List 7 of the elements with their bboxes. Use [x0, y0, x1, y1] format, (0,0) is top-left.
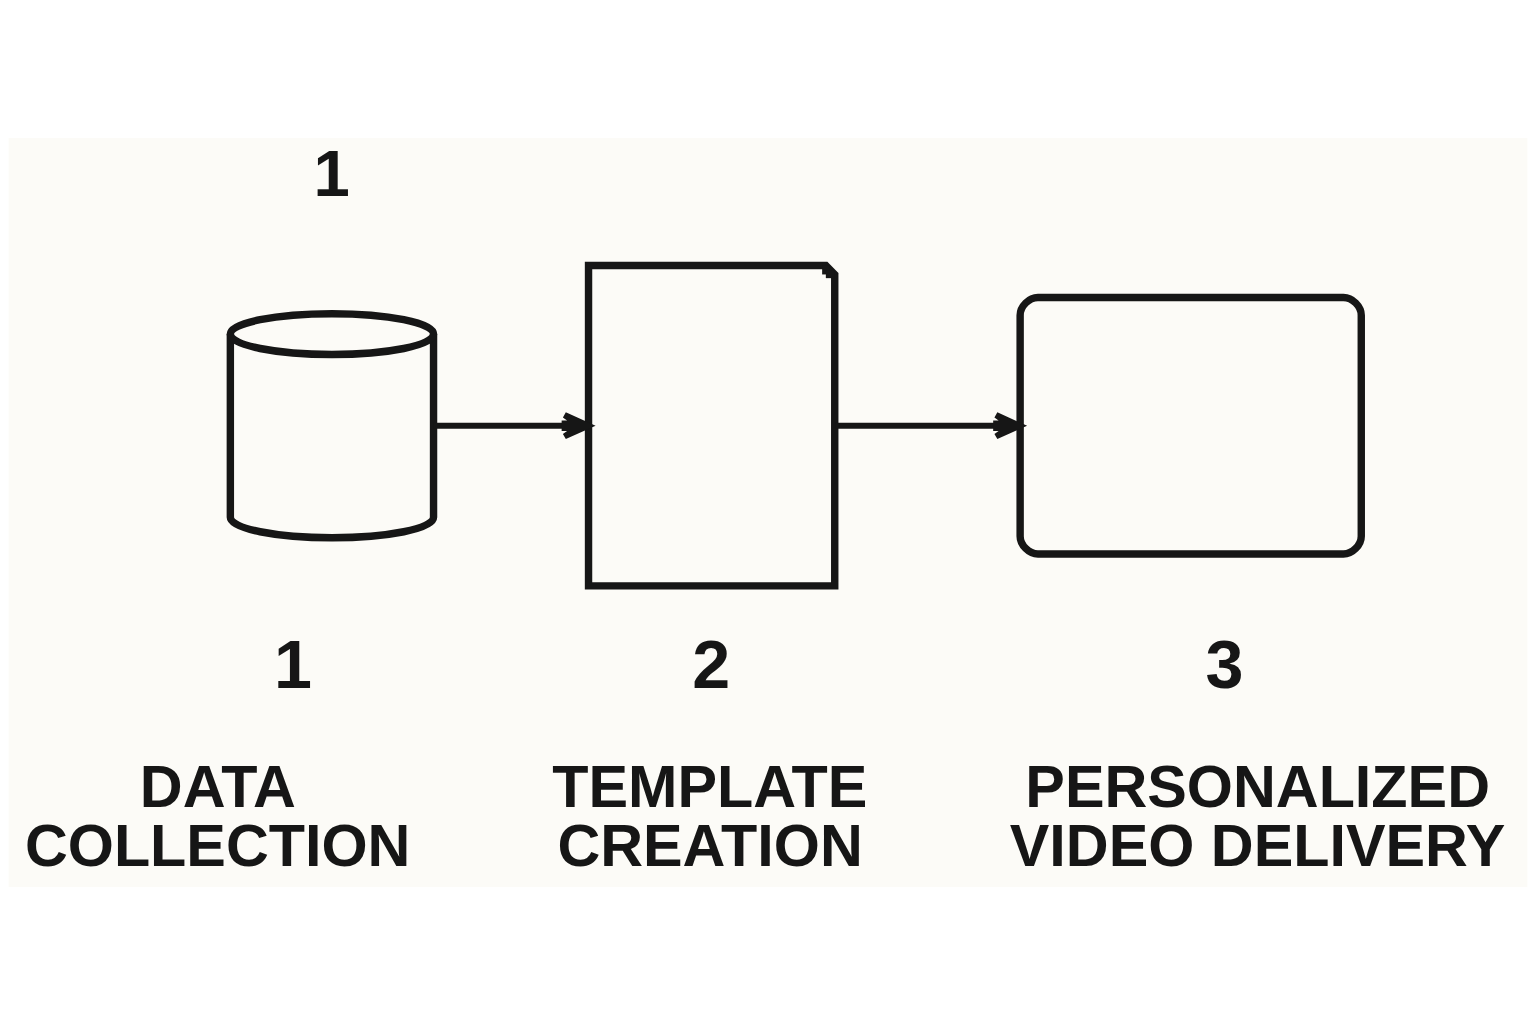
node-label: TEMPLATE CREATION — [552, 752, 868, 879]
node-label: PERSONALIZED VIDEO DELIVERY — [1009, 752, 1506, 879]
node-label: 1 — [274, 625, 313, 702]
node-label: 2 — [692, 625, 731, 702]
node-label: 3 — [1205, 625, 1244, 702]
node-label: DATA COLLECTION — [24, 752, 411, 879]
node-label: 1 — [313, 136, 350, 210]
